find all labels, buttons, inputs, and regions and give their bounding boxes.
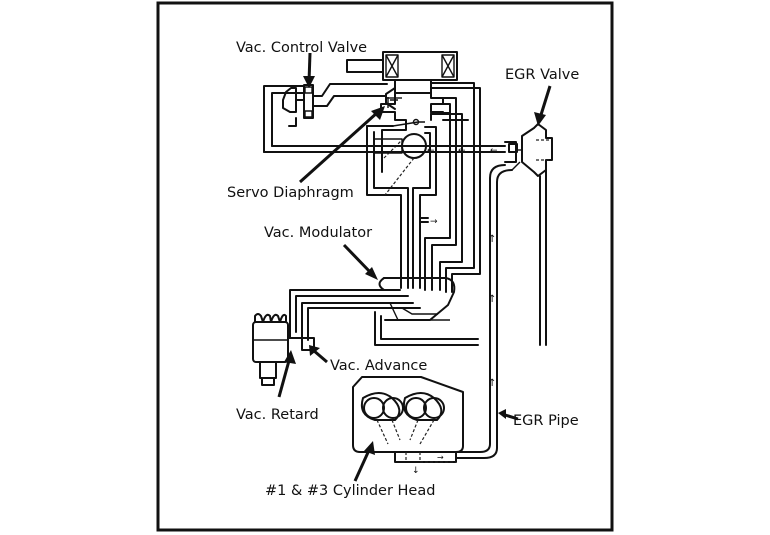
air-cleaner-cylinder [346, 51, 458, 81]
arrow-vac-retard [277, 356, 292, 398]
egr-passage-horizontal: ← ← ← [263, 145, 506, 156]
arrow-cylinder-head [353, 447, 372, 482]
label-servo-diaphragm: Servo Diaphragm [227, 185, 354, 201]
vac-modulator [374, 277, 479, 346]
arrow-vac-modulator [342, 243, 374, 276]
distributor [252, 313, 315, 386]
svg-text:←: ← [427, 146, 435, 156]
arrow-vac-advance [312, 348, 328, 364]
throttle-linkage-box: → [366, 118, 438, 289]
label-egr-valve: EGR Valve [505, 67, 579, 83]
svg-text:↑: ↑ [488, 294, 496, 305]
svg-text:←: ← [490, 146, 498, 156]
vacuum-hoses-distributor [289, 289, 450, 341]
vacuum-hoses-right [424, 82, 481, 293]
label-vac-control-valve: Vac. Control Valve [236, 40, 367, 56]
label-vac-modulator: Vac. Modulator [264, 225, 372, 241]
label-egr-pipe: EGR Pipe [513, 413, 579, 429]
svg-text:→: → [437, 453, 444, 462]
label-cylinder-head: #1 & #3 Cylinder Head [265, 483, 435, 499]
cylinder-head: ↓ → [352, 376, 464, 476]
label-vac-advance: Vac. Advance [330, 358, 427, 374]
egr-pipe: ↑ ↑ ↑ [455, 161, 521, 459]
svg-text:↑: ↑ [488, 234, 496, 245]
arrow-servo-diaphragm [298, 110, 380, 184]
label-vac-retard: Vac. Retard [236, 407, 319, 423]
servo-diaphragm [385, 87, 402, 110]
egr-valve [504, 123, 553, 346]
arrow-egr-valve [538, 85, 552, 119]
svg-text:↓: ↓ [412, 466, 420, 476]
svg-text:↑: ↑ [488, 378, 496, 389]
pointer-arrows [277, 52, 552, 482]
diagram-frame [156, 1, 614, 532]
flow-arrow: → [430, 217, 438, 227]
